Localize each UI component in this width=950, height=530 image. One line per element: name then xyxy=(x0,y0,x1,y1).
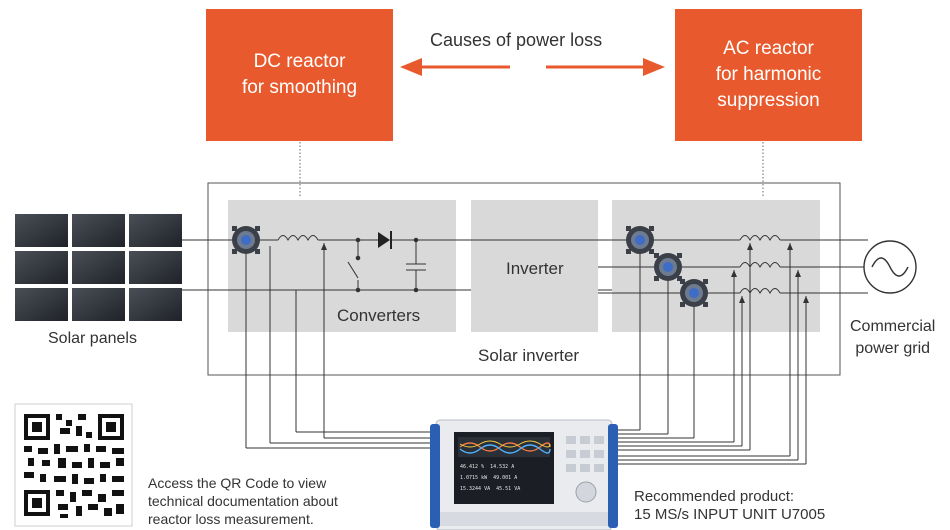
ac-reactor-subtitle-2: suppression xyxy=(717,90,820,111)
measurement-wires xyxy=(245,243,807,465)
diode-symbol xyxy=(378,231,392,249)
qr-description-line1: Access the QR Code to view xyxy=(148,475,327,491)
qr-description-line3: reactor loss measurement. xyxy=(148,511,314,527)
readout-row: 1.0715 kW 49.001 A xyxy=(460,473,550,484)
readout-value: 14.532 A xyxy=(490,464,515,470)
grid-label-line2: power grid xyxy=(855,340,931,357)
ac-reactor-box: AC reactor for harmonic suppression xyxy=(675,9,862,141)
product-name: 15 MS/s INPUT UNIT U7005 xyxy=(634,506,826,523)
solar-panels-label: Solar panels xyxy=(48,330,137,347)
measurement-arrowheads xyxy=(321,243,809,303)
dc-wires xyxy=(182,235,612,293)
solar-inverter-frame xyxy=(207,182,841,376)
readout-value: 49.001 A xyxy=(493,475,518,481)
readout-row: 15.3244 VA 45.51 VA xyxy=(460,484,550,495)
current-sensor-icon xyxy=(626,226,654,254)
readout-row: 46.412 % 14.532 A xyxy=(460,462,550,473)
current-sensor-icon xyxy=(232,226,260,254)
current-sensor-icon xyxy=(680,279,708,307)
readout-value: 1.0715 kW xyxy=(460,475,488,481)
dc-reactor-subtitle: for smoothing xyxy=(241,77,358,98)
readout-value: 46.412 % xyxy=(460,464,485,470)
product-label: Recommended product: xyxy=(634,488,795,505)
inverter-label: Inverter xyxy=(506,259,564,278)
converters-block xyxy=(228,200,456,332)
ac-reactor-subtitle-1: for harmonic xyxy=(715,64,822,85)
instrument-readout: 46.412 % 14.532 A 1.0715 kW 49.001 A 15.… xyxy=(460,462,550,495)
qr-description: Access the QR Code to view technical doc… xyxy=(148,474,338,528)
qr-code-image xyxy=(14,403,133,527)
product-description: Recommended product: 15 MS/s INPUT UNIT … xyxy=(634,488,825,524)
ac-side-block xyxy=(612,200,820,332)
converters-label: Converters xyxy=(337,306,421,325)
solar-inverter-label: Solar inverter xyxy=(478,346,580,365)
inverter-block xyxy=(471,200,598,332)
qr-description-line2: technical documentation about xyxy=(148,493,338,509)
readout-value: 15.3244 VA xyxy=(460,486,491,492)
readout-value: 45.51 VA xyxy=(496,486,521,492)
ac-reactor-title: AC reactor xyxy=(723,38,814,59)
ac-source-icon xyxy=(863,240,917,294)
current-sensor-icon xyxy=(654,253,682,281)
dc-reactor-title: DC reactor xyxy=(253,51,346,72)
solar-panels-image xyxy=(15,214,182,321)
power-analyzer-image xyxy=(430,419,618,530)
causes-label: Causes of power loss xyxy=(430,30,603,50)
grid-label: Commercial power grid xyxy=(850,316,935,360)
grid-label-line1: Commercial xyxy=(850,318,936,335)
causes-arrow xyxy=(400,58,665,76)
dc-reactor-box: DC reactor for smoothing xyxy=(206,9,393,141)
